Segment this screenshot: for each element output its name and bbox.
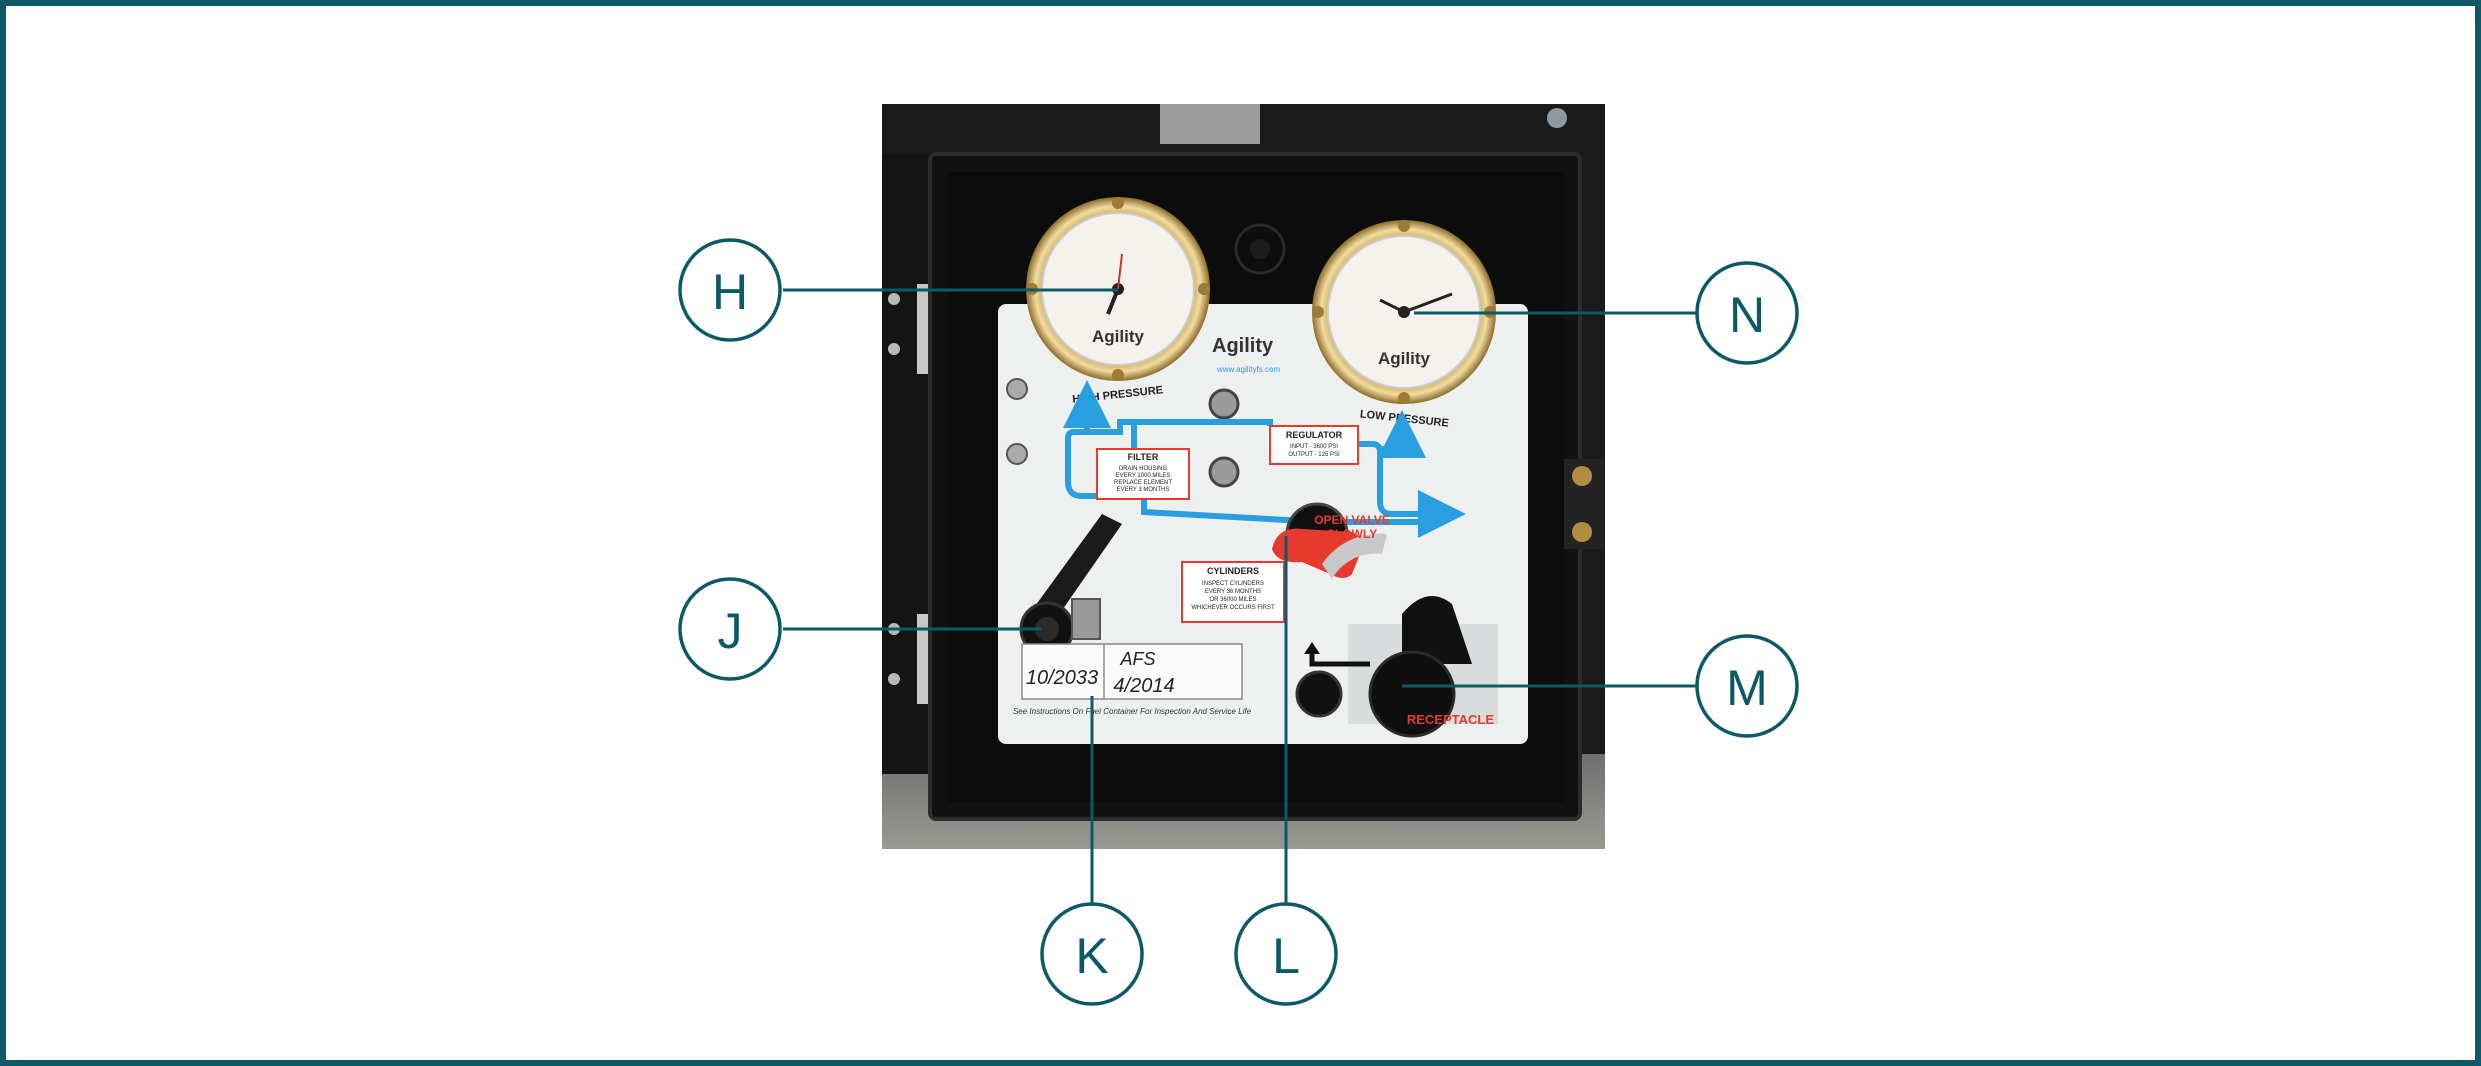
callout-m-letter: M <box>1726 660 1768 716</box>
callout-k-letter: K <box>1075 928 1108 984</box>
cylinders-line-3: OR 36000 MILES <box>1209 597 1256 603</box>
panel-brand: Agility <box>1212 335 1274 357</box>
cylinders-line-1: INSPECT CYLINDERS <box>1202 581 1264 587</box>
regulator-label: REGULATOR INPUT - 3600 PSI OUTPUT - 125 … <box>1269 425 1359 465</box>
filter-line-2: EVERY 1000 MILES <box>1116 473 1171 479</box>
filter-line-3: REPLACE ELEMENT <box>1114 480 1172 486</box>
gauge-brand-low: Agility <box>1378 349 1430 368</box>
callout-j-letter: J <box>718 603 743 659</box>
handwritten-date2: 4/2014 <box>1113 675 1174 697</box>
callout-h-letter: H <box>712 264 748 320</box>
receptacle-cap: RECEPTACLE <box>1368 596 1494 738</box>
website-text: www.agilityfs.com <box>1216 365 1280 374</box>
filter-title: FILTER <box>1128 452 1159 462</box>
handwritten-installer: AFS <box>1119 649 1155 669</box>
regulator-title: REGULATOR <box>1286 430 1343 440</box>
regulator-line-1: INPUT - 3600 PSI <box>1290 444 1338 450</box>
handwritten-date1: 10/2033 <box>1026 667 1098 689</box>
open-valve-line1: OPEN VALVE <box>1314 513 1390 527</box>
cylinders-title: CYLINDERS <box>1207 566 1259 576</box>
filter-label: FILTER DRAIN HOUSING EVERY 1000 MILES RE… <box>1096 448 1190 500</box>
filter-line-1: DRAIN HOUSING <box>1119 466 1168 472</box>
cylinders-label: CYLINDERS INSPECT CYLINDERS EVERY 36 MON… <box>1181 561 1285 623</box>
low-pressure-gauge: Agility <box>1312 220 1496 404</box>
callout-n-letter: N <box>1729 287 1765 343</box>
open-valve-line2: SLOWLY <box>1327 527 1377 541</box>
expiration-label: 10/2033 AFS 4/2014 See Instructions On F… <box>1013 643 1252 716</box>
regulator-line-2: OUTPUT - 125 PSI <box>1288 452 1340 458</box>
fill-port <box>1019 514 1122 657</box>
cylinders-line-4: WHICHEVER OCCURS FIRST <box>1191 605 1275 611</box>
receptacle-label: RECEPTACLE <box>1407 712 1494 727</box>
callout-l-letter: L <box>1272 928 1300 984</box>
fuel-panel-photo: Agility Agility HIGH PRESSURE LOW PRESSU… <box>882 104 1605 849</box>
filter-line-4: EVERY 3 MONTHS <box>1117 487 1170 493</box>
inspection-note: See Instructions On Fuel Container For I… <box>1013 707 1252 716</box>
flow-lines <box>1063 380 1466 538</box>
high-pressure-gauge: Agility <box>1026 197 1210 381</box>
gauge-brand-high: Agility <box>1092 327 1144 346</box>
cylinders-line-2: EVERY 36 MONTHS <box>1205 589 1261 595</box>
shutoff-valve: OPEN VALVE SLOWLY <box>1272 502 1390 579</box>
